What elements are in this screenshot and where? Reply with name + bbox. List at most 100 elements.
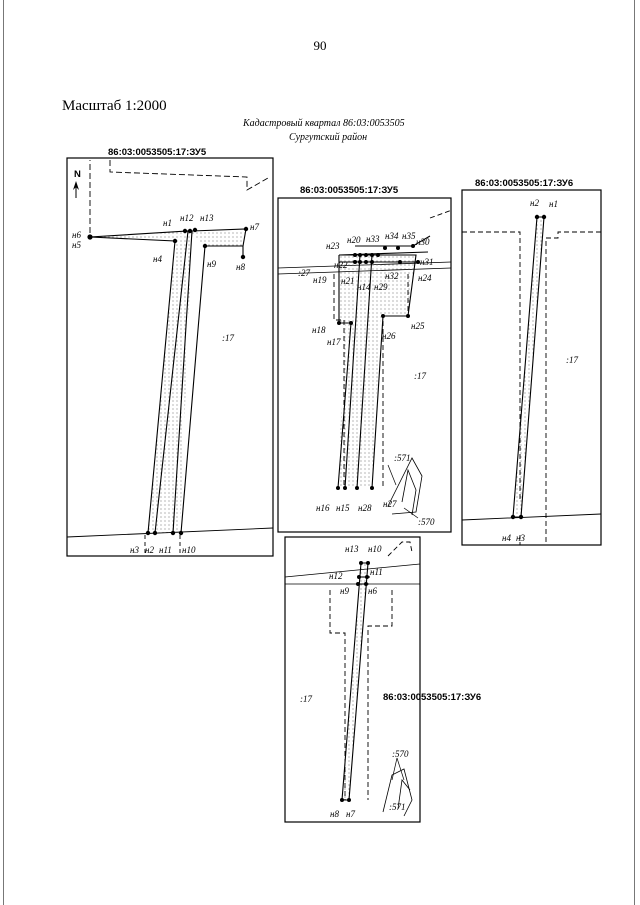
panel-2-dashed-a <box>429 209 453 219</box>
point-label: н33 <box>366 234 380 244</box>
panel-1-outline-d <box>172 230 193 534</box>
point-label: н3 <box>516 533 525 543</box>
panel-2-points <box>336 244 420 490</box>
point-label: н23 <box>326 241 340 251</box>
panel-2-leader-570 <box>403 507 419 519</box>
point-label: н30 <box>416 237 430 247</box>
panel-1-frame <box>66 157 274 557</box>
point-label: н32 <box>385 271 399 281</box>
panel-1-dashed-boundary <box>109 160 269 191</box>
point-label: н18 <box>312 325 326 335</box>
point-label: н7 <box>346 809 355 819</box>
panel-3-dashed-right <box>545 231 601 545</box>
parcel-label: :570 <box>392 749 409 759</box>
point-label: н8 <box>236 262 245 272</box>
panel-4-leader-570 <box>391 757 398 781</box>
point-label: н24 <box>418 273 432 283</box>
panel-4-parcel-570 <box>382 768 413 817</box>
parcel-label: :17 <box>300 694 312 704</box>
point-label: н6 <box>368 586 377 596</box>
panel-2-fill <box>338 255 416 488</box>
panel-3-frame <box>461 189 602 546</box>
district-label: Сургутский район <box>289 132 368 143</box>
parcel-label: :571 <box>389 802 406 812</box>
point-label: н12 <box>329 571 343 581</box>
parcel-label: :571 <box>394 453 411 463</box>
parcel-label: :570 <box>418 517 435 527</box>
panel-2-leader-571 <box>387 464 397 486</box>
parcel-label: :17 <box>414 371 426 381</box>
panel-4-leader-570b <box>396 757 405 781</box>
panel-3-points <box>510 214 547 520</box>
point-label: н22 <box>334 260 348 270</box>
panel-1-top-fill <box>190 229 246 246</box>
panel-4-dashed-b <box>329 590 346 800</box>
page-number: 90 <box>313 38 327 53</box>
parcel-label: :27 <box>298 268 310 278</box>
panel-1-outline-e <box>180 245 244 534</box>
panel-4-parcel-571 <box>397 779 411 810</box>
cadastral-quarter-label: Кадастровый квартал 86:03:0053505 <box>243 118 405 129</box>
panel-1-strip-fill <box>148 231 192 533</box>
panel-4-points <box>340 561 370 802</box>
point-label: н1 <box>549 199 558 209</box>
point-label: н21 <box>341 276 354 286</box>
panel-2-parcel-571 <box>387 457 423 515</box>
point-label: н35 <box>402 231 416 241</box>
point-label: н20 <box>347 235 361 245</box>
scale-label: Масштаб 1:2000 <box>62 98 167 114</box>
panel-1-title: 86:03:0053505:17:ЗУ5 <box>108 147 207 158</box>
point-label: н26 <box>382 331 396 341</box>
north-label: N <box>74 169 81 180</box>
point-label: н17 <box>327 337 341 347</box>
panel-3-dashed-left <box>462 231 521 500</box>
point-label: н34 <box>385 231 399 241</box>
point-label: н4 <box>153 254 162 264</box>
panel-2-title: 86:03:0053505:17:ЗУ5 <box>300 185 399 196</box>
point-label: н19 <box>313 275 327 285</box>
panel-4-strip <box>341 562 369 801</box>
point-label: н11 <box>159 545 172 555</box>
point-label: н28 <box>358 503 372 513</box>
point-label: н10 <box>182 545 196 555</box>
point-label: н5 <box>72 240 81 250</box>
point-label: н15 <box>336 503 350 513</box>
north-arrow-icon <box>73 181 79 190</box>
point-label: н3 <box>130 545 139 555</box>
panel-3-title: 86:03:0053505:17:ЗУ6 <box>475 178 573 189</box>
scan-edge-right <box>634 0 635 905</box>
point-label: н1 <box>163 218 172 228</box>
point-label: н7 <box>250 222 259 232</box>
panel-3-road-line <box>461 513 602 521</box>
point-label: н27 <box>383 499 397 509</box>
point-label: н31 <box>420 257 433 267</box>
point-label: н2 <box>145 545 154 555</box>
panel-4-road-line-a <box>284 563 421 578</box>
point-label: н4 <box>502 533 511 543</box>
point-label: н13 <box>200 213 214 223</box>
parcel-label: :17 <box>566 355 578 365</box>
point-label: н14 <box>357 282 371 292</box>
point-label: н12 <box>180 213 194 223</box>
point-label: н9 <box>207 259 216 269</box>
panel-2-outline-c <box>344 254 361 489</box>
panel-1-wedge-fill <box>90 231 190 241</box>
point-label: н13 <box>345 544 359 554</box>
parcel-label: :17 <box>222 333 234 343</box>
panel-2-outline-d <box>356 254 373 489</box>
point-label: н2 <box>530 198 539 208</box>
point-label: н10 <box>368 544 382 554</box>
point-label: н8 <box>330 809 339 819</box>
point-label: н11 <box>370 567 383 577</box>
panel-4-dashed-c <box>367 590 393 800</box>
panel-2-parcel-570 <box>401 468 417 516</box>
point-label: н29 <box>374 282 388 292</box>
point-label: н25 <box>411 321 425 331</box>
point-label: н9 <box>340 586 349 596</box>
panel-4-frame <box>284 536 421 823</box>
panel-2-frame <box>277 197 452 533</box>
